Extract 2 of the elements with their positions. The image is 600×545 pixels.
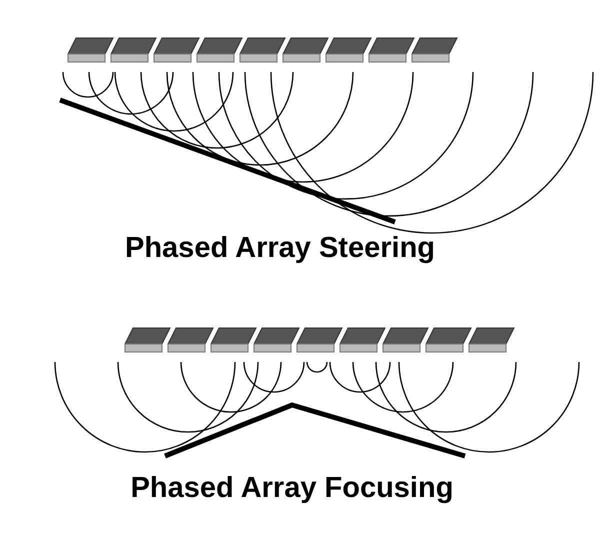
caption: Phased Array Focusing: [130, 472, 454, 505]
caption: Phased Array Steering: [125, 232, 435, 265]
